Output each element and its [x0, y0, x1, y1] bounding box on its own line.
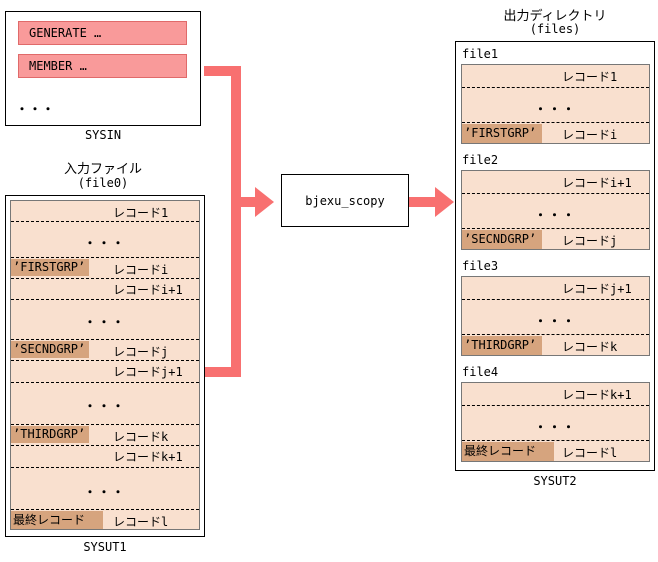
file4-top-record: レコードk+1	[562, 388, 632, 402]
file1-bottom-record: レコードi	[562, 128, 618, 142]
divider	[11, 467, 199, 468]
file2-records: レコードi+1 ・・・ ’SECNDGRP’ レコードj	[461, 170, 650, 250]
divider	[462, 122, 649, 123]
arrow-to-program-head	[255, 187, 274, 217]
file2-name: file2	[462, 153, 499, 167]
in-record-1: レコード1	[113, 206, 169, 220]
divider	[462, 87, 649, 88]
in-record-i1: レコードi+1	[113, 283, 183, 297]
file3-records: レコードj+1 ・・・ ’THIRDGRP’ レコードk	[461, 276, 650, 356]
in-tag-firstgrp: ’FIRSTGRP’	[11, 259, 89, 276]
divider	[462, 193, 649, 194]
sysin-box: GENERATE … MEMBER … ・・・	[5, 11, 201, 126]
sysut1-box: レコード1 ・・・ ’FIRSTGRP’ レコードi レコードi+1 ・・・ ’…	[5, 195, 205, 537]
file2-dots: ・・・	[534, 208, 577, 222]
file2-bottom-record: レコードj	[562, 234, 618, 248]
in-tag-last: 最終レコード	[11, 511, 103, 529]
file4-tag: 最終レコード	[462, 442, 554, 461]
output-title: 出力ディレクトリ	[503, 9, 607, 24]
program-name: bjexu_scopy	[305, 194, 385, 208]
in-dots-3: ・・・	[83, 399, 126, 413]
divider	[462, 334, 649, 335]
divider	[462, 440, 649, 441]
in-record-l: レコードl	[113, 515, 169, 529]
file4-records: レコードk+1 ・・・ 最終レコード レコードl	[461, 382, 650, 462]
input-bracket-arrow	[204, 66, 241, 377]
in-tag-thirdgrp: ’THIRDGRP’	[11, 426, 89, 443]
in-record-k1: レコードk+1	[113, 450, 183, 464]
in-dots-4: ・・・	[83, 485, 126, 499]
divider	[11, 509, 199, 510]
arrow-to-output-head	[435, 187, 454, 217]
output-subtitle: (files)	[529, 22, 581, 36]
program-box: bjexu_scopy	[281, 174, 409, 227]
in-tag-secndgrp: ’SECNDGRP’	[11, 341, 89, 358]
divider	[11, 360, 199, 361]
file1-name: file1	[462, 47, 499, 61]
file3-dots: ・・・	[534, 314, 577, 328]
divider	[11, 278, 199, 279]
sysin-line-member: MEMBER …	[18, 54, 187, 78]
file2-tag: ’SECNDGRP’	[462, 230, 542, 249]
divider	[462, 228, 649, 229]
sysut1-label: SYSUT1	[83, 540, 127, 554]
in-record-j1: レコードj+1	[113, 365, 183, 379]
input-title: 入力ファイル	[63, 162, 142, 177]
file3-tag: ’THIRDGRP’	[462, 336, 542, 355]
divider	[462, 299, 649, 300]
divider	[11, 424, 199, 425]
in-dots-1: ・・・	[83, 236, 126, 250]
divider	[11, 445, 199, 446]
file1-top-record: レコード1	[562, 70, 618, 84]
in-record-j: レコードj	[113, 345, 169, 359]
sysin-more: ・・・	[16, 102, 56, 116]
file1-tag: ’FIRSTGRP’	[462, 124, 542, 143]
sysut2-label: SYSUT2	[533, 474, 577, 488]
file4-dots: ・・・	[534, 420, 577, 434]
divider	[11, 257, 199, 258]
divider	[11, 221, 199, 222]
file3-top-record: レコードj+1	[562, 282, 632, 296]
sysin-label: SYSIN	[84, 128, 122, 142]
file3-name: file3	[462, 259, 499, 273]
in-dots-2: ・・・	[83, 315, 126, 329]
sysin-line-generate: GENERATE …	[18, 21, 187, 45]
divider	[462, 405, 649, 406]
file3-bottom-record: レコードk	[562, 340, 618, 354]
input-subtitle: (file0)	[77, 176, 129, 190]
divider	[11, 299, 199, 300]
file1-dots: ・・・	[534, 102, 577, 116]
sysut1-records: レコード1 ・・・ ’FIRSTGRP’ レコードi レコードi+1 ・・・ ’…	[10, 200, 200, 530]
file4-name: file4	[462, 365, 499, 379]
sysut2-box: file1 レコード1 ・・・ ’FIRSTGRP’ レコードi file2 レ…	[455, 41, 655, 471]
file4-bottom-record: レコードl	[562, 446, 618, 460]
in-record-i: レコードi	[113, 263, 169, 277]
file2-top-record: レコードi+1	[562, 176, 632, 190]
divider	[11, 382, 199, 383]
in-record-k: レコードk	[113, 430, 169, 444]
divider	[11, 339, 199, 340]
file1-records: レコード1 ・・・ ’FIRSTGRP’ レコードi	[461, 64, 650, 144]
